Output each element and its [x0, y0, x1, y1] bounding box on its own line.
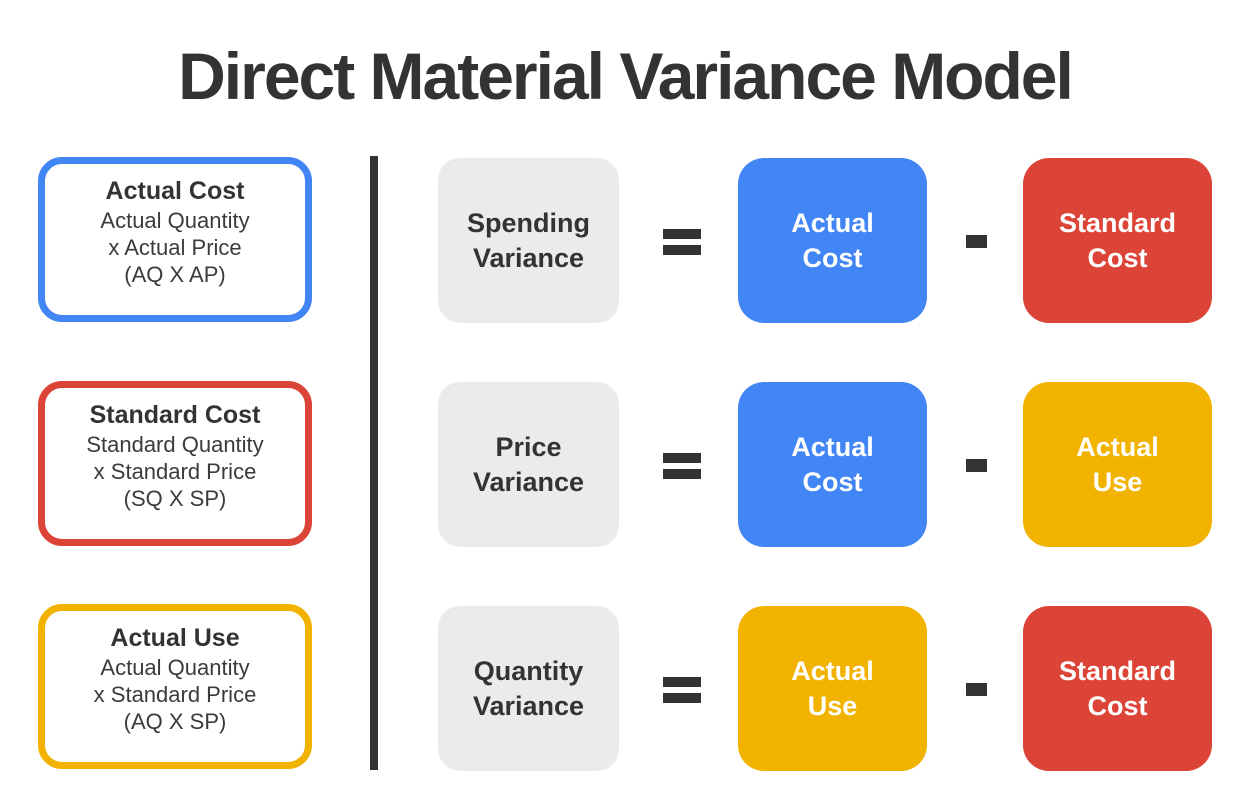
minus-sign [966, 459, 987, 472]
variance-label-line: Quantity [473, 655, 584, 686]
definition-line: x Standard Price [93, 682, 257, 708]
variance-label-box: Quantity Variance [438, 606, 619, 771]
equation-row-quantity-variance: Quantity Variance Actual Use Standard Co… [438, 606, 1213, 771]
equation-row-price-variance: Price Variance Actual Cost Actual Use [438, 382, 1213, 547]
definition-line: Actual Quantity [100, 208, 250, 234]
variance-label-line: Price [495, 431, 562, 462]
definition-card-actual-use: Actual Use Actual Quantity x Standard Pr… [38, 604, 312, 769]
term-label-line: Actual [791, 655, 874, 686]
term-label-line: Cost [1087, 242, 1148, 273]
equals-bar [663, 229, 701, 239]
variance-label-line: Variance [472, 466, 585, 497]
term-label-line: Standard [1058, 207, 1177, 238]
variance-label-line: Spending [467, 207, 590, 238]
variance-label-box: Spending Variance [438, 158, 619, 323]
variance-label-line: Variance [472, 690, 585, 721]
term-label-line: Standard [1058, 655, 1177, 686]
term-box-actual-use: Actual Use [738, 606, 927, 771]
equals-bar [663, 677, 701, 687]
definition-title: Standard Cost [89, 401, 261, 430]
variance-label-box: Price Variance [438, 382, 619, 547]
term-box-actual-cost: Actual Cost [738, 158, 927, 323]
definition-card-actual-cost: Actual Cost Actual Quantity x Actual Pri… [38, 157, 312, 322]
term-label-line: Cost [802, 466, 863, 497]
equation-row-spending-variance: Spending Variance Actual Cost Standard C… [438, 158, 1213, 323]
minus-sign [966, 235, 987, 248]
term-label-line: Actual [791, 207, 874, 238]
variance-label-line: Variance [472, 242, 585, 273]
equals-sign [663, 677, 701, 703]
term-box-standard-cost: Standard Cost [1023, 158, 1212, 323]
definition-line: (AQ X SP) [123, 708, 227, 734]
equals-bar [663, 453, 701, 463]
page-title: Direct Material Variance Model [178, 39, 1074, 113]
vertical-divider [370, 156, 378, 770]
term-box-actual-use: Actual Use [1023, 382, 1212, 547]
term-label-line: Actual [1076, 431, 1159, 462]
equals-bar [663, 469, 701, 479]
term-label-line: Cost [1087, 690, 1148, 721]
term-label-line: Cost [802, 242, 863, 273]
term-label-line: Use [1092, 466, 1143, 497]
equals-bar [663, 693, 701, 703]
definition-card-standard-cost: Standard Cost Standard Quantity x Standa… [38, 381, 312, 546]
term-label-line: Use [807, 690, 858, 721]
equals-sign [663, 229, 701, 255]
definition-line: x Actual Price [108, 235, 242, 261]
definition-title: Actual Use [110, 624, 240, 653]
definition-line: Actual Quantity [100, 655, 250, 681]
term-label-line: Actual [791, 431, 874, 462]
definition-title: Actual Cost [105, 177, 245, 206]
equals-sign [663, 453, 701, 479]
term-box-actual-cost: Actual Cost [738, 382, 927, 547]
term-box-standard-cost: Standard Cost [1023, 606, 1212, 771]
equals-bar [663, 245, 701, 255]
minus-sign [966, 683, 987, 696]
definition-line: x Standard Price [93, 459, 257, 485]
definition-line: (SQ X SP) [123, 485, 227, 511]
definition-line: (AQ X AP) [124, 261, 226, 287]
definition-line: Standard Quantity [86, 432, 264, 458]
